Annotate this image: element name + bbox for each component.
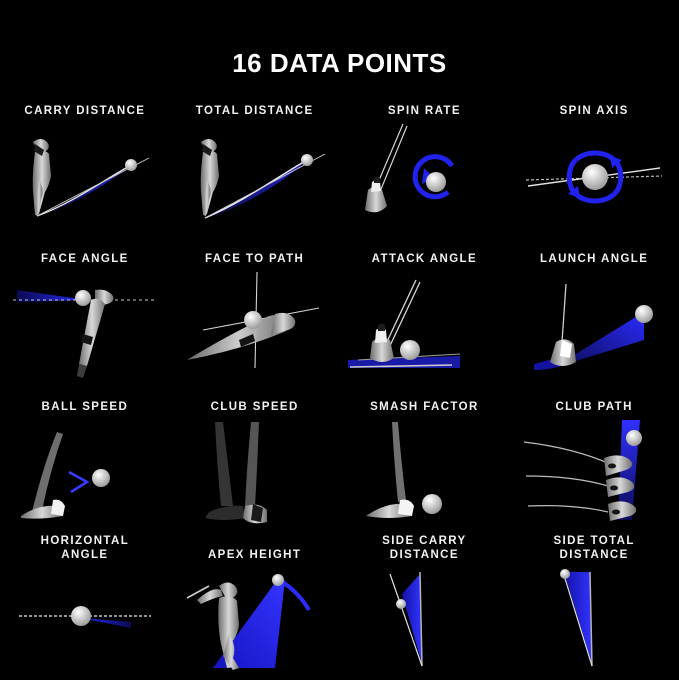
cell-label: BALL SPEED [41, 401, 129, 413]
ball-spin-axis-tilt-icon [518, 120, 670, 232]
cell-label: TOTAL DISTANCE [195, 105, 314, 117]
club-launch-angle-cone-icon [518, 268, 670, 380]
page-title: 16 DATA POINTS [232, 48, 447, 78]
club-attack-angle-ground-icon [348, 268, 500, 380]
club-path-multi-position-icon [518, 416, 670, 528]
data-points-grid: CARRY DISTANCE [0, 88, 679, 680]
golfer-ball-flight-total-icon [179, 120, 331, 232]
club-ball-impact-icon [348, 416, 500, 528]
cell-label: CLUB PATH [555, 401, 633, 413]
grid-cell-apex-height[interactable]: APEX HEIGHT [170, 532, 340, 680]
grid-cell-face-to-path[interactable]: FACE TO PATH [170, 236, 340, 384]
golfer-apex-height-arc-icon [179, 564, 331, 676]
horizontal-angle-line-icon [9, 564, 161, 676]
golfer-ball-flight-carry-icon [9, 120, 161, 232]
grid-cell-total-distance[interactable]: TOTAL DISTANCE [170, 88, 340, 236]
grid-cell-horizontal-angle[interactable]: HORIZONTAL ANGLE [0, 532, 170, 680]
cell-label: LAUNCH ANGLE [539, 253, 649, 265]
grid-cell-club-speed[interactable]: CLUB SPEED [170, 384, 340, 532]
grid-cell-attack-angle[interactable]: ATTACK ANGLE [340, 236, 510, 384]
grid-cell-side-carry-distance[interactable]: SIDE CARRY DISTANCE [340, 532, 510, 680]
grid-cell-club-path[interactable]: CLUB PATH [509, 384, 679, 532]
cell-label: ATTACK ANGLE [371, 253, 478, 265]
cell-label: APEX HEIGHT [207, 549, 302, 561]
cell-label: SPIN AXIS [559, 105, 629, 117]
grid-cell-spin-rate[interactable]: SPIN RATE [340, 88, 510, 236]
cell-label: SIDE TOTAL DISTANCE [553, 535, 635, 561]
cell-label: HORIZONTAL ANGLE [40, 535, 130, 561]
cell-label: CARRY DISTANCE [24, 105, 146, 117]
ball-speed-arrow-icon [9, 416, 161, 528]
cell-label: FACE ANGLE [41, 253, 129, 265]
cell-label: CLUB SPEED [210, 401, 299, 413]
cell-label: FACE TO PATH [205, 253, 305, 265]
club-speed-motion-blur-icon [179, 416, 331, 528]
cell-label: SIDE CARRY DISTANCE [382, 535, 467, 561]
club-ball-spin-arrow-icon [348, 120, 500, 232]
grid-cell-spin-axis[interactable]: SPIN AXIS [509, 88, 679, 236]
grid-cell-ball-speed[interactable]: BALL SPEED [0, 384, 170, 532]
grid-cell-launch-angle[interactable]: LAUNCH ANGLE [509, 236, 679, 384]
side-total-distance-wedge-icon [518, 564, 670, 676]
cell-label: SPIN RATE [387, 105, 461, 117]
clubface-angle-overhead-icon [9, 268, 161, 380]
grid-cell-smash-factor[interactable]: SMASH FACTOR [340, 384, 510, 532]
grid-cell-side-total-distance[interactable]: SIDE TOTAL DISTANCE [509, 532, 679, 680]
side-carry-distance-wedge-icon [348, 564, 500, 676]
grid-cell-face-angle[interactable]: FACE ANGLE [0, 236, 170, 384]
clubface-to-path-crosshair-icon [179, 268, 331, 380]
cell-label: SMASH FACTOR [370, 401, 479, 413]
grid-cell-carry-distance[interactable]: CARRY DISTANCE [0, 88, 170, 236]
